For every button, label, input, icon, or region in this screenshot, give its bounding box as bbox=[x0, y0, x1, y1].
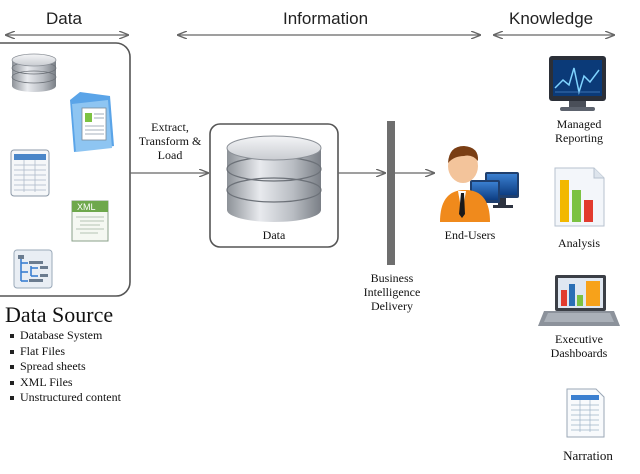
folder-document-icon bbox=[70, 92, 114, 152]
spreadsheet-document-icon bbox=[566, 388, 605, 438]
list-item: Spread sheets bbox=[10, 359, 121, 375]
xml-badge: XML bbox=[77, 202, 96, 212]
database-icon bbox=[11, 53, 57, 92]
data-source-list: Database System Flat Files Spread sheets… bbox=[10, 328, 121, 406]
header-knowledge: Knowledge bbox=[509, 9, 594, 28]
output-label-executive-dashboards: Executive Dashboards bbox=[550, 332, 608, 360]
list-item: Database System bbox=[10, 328, 121, 344]
output-label-analysis: Analysis bbox=[558, 236, 600, 250]
etl-label: Extract, Transform & Load bbox=[138, 120, 202, 162]
end-user-icon bbox=[440, 146, 519, 222]
xml-file-icon: XML bbox=[71, 200, 109, 242]
bi-delivery-label: Business Intelligence Delivery bbox=[363, 271, 421, 313]
header-information: Information bbox=[283, 9, 369, 28]
data-source-box bbox=[0, 42, 131, 297]
warehouse-label: Data bbox=[262, 228, 286, 242]
output-label-managed-reporting: Managed Reporting bbox=[555, 117, 603, 145]
bi-delivery-bar bbox=[387, 121, 395, 265]
end-users-label: End-Users bbox=[444, 228, 496, 242]
header-data: Data bbox=[46, 9, 82, 28]
laptop-dashboard-icon bbox=[538, 275, 620, 326]
warehouse-database-icon bbox=[226, 135, 322, 222]
data-source-title: Data Source bbox=[5, 302, 114, 327]
list-item: XML Files bbox=[10, 375, 121, 391]
bar-chart-document-icon bbox=[554, 167, 605, 227]
list-item: Flat Files bbox=[10, 344, 121, 360]
spreadsheet-icon bbox=[10, 149, 50, 197]
output-label-narration: Narration bbox=[563, 448, 613, 463]
monitor-chart-icon bbox=[549, 56, 606, 111]
tree-structure-icon bbox=[13, 249, 53, 289]
list-item: Unstructured content bbox=[10, 390, 121, 406]
warehouse-box bbox=[209, 123, 339, 248]
